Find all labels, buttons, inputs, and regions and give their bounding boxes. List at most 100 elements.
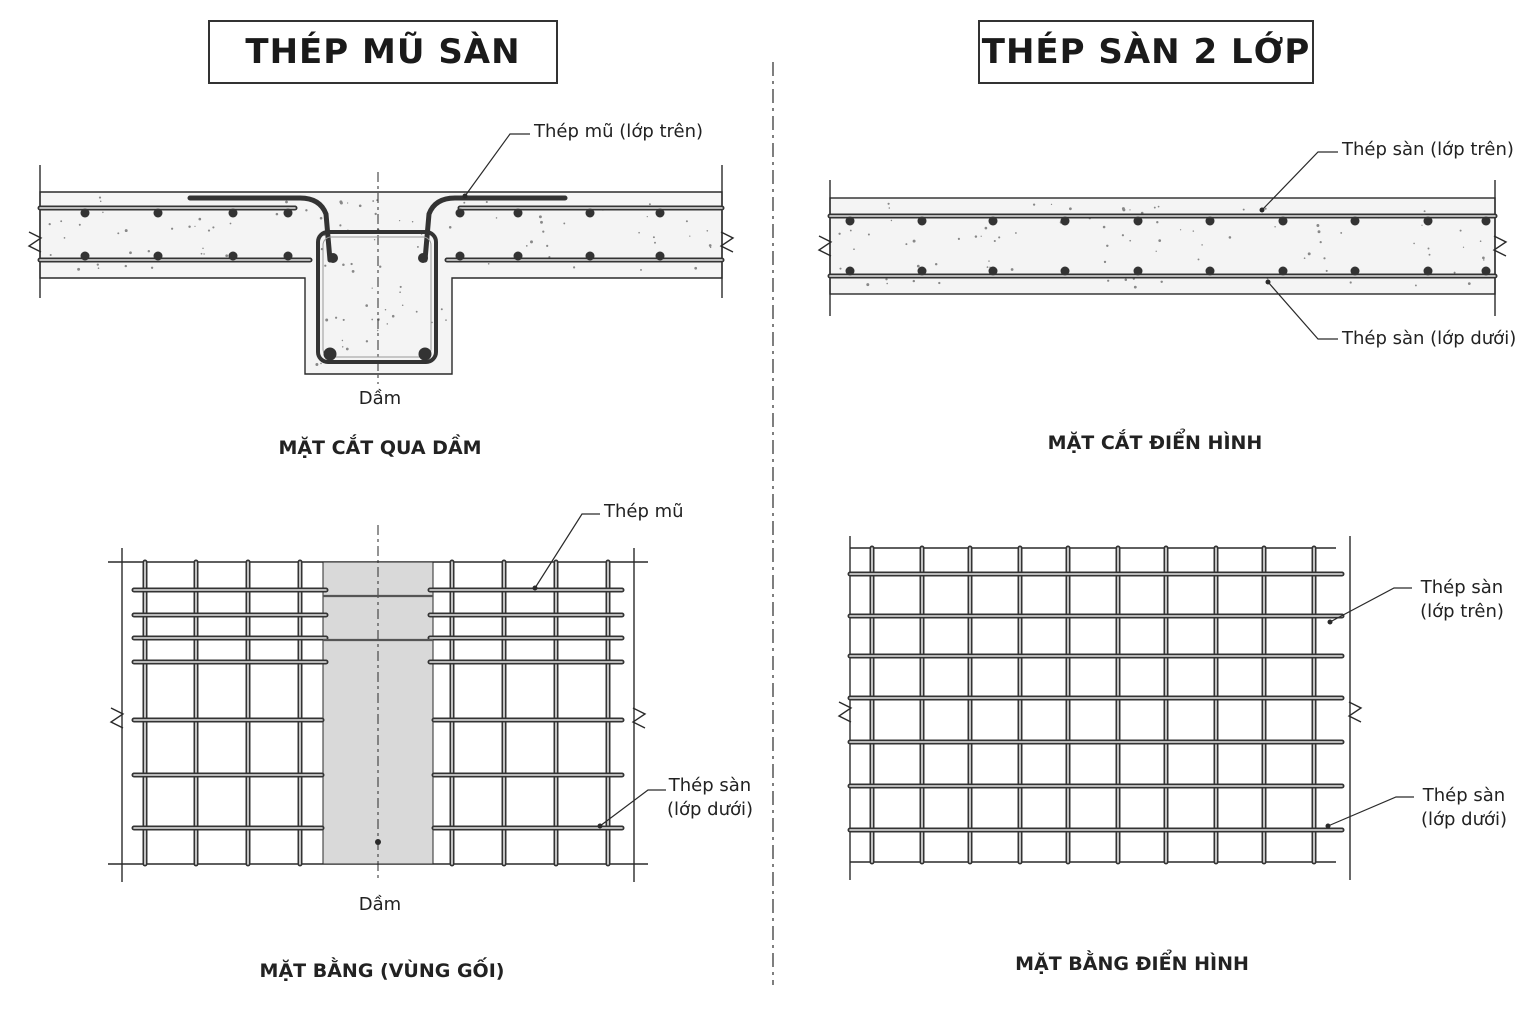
concrete-aggregate	[305, 209, 308, 212]
beam-bottom-bar-left	[323, 347, 337, 361]
slab-top-bar-dot-4	[1133, 216, 1143, 226]
beam-aggregate	[371, 287, 373, 289]
concrete-aggregate	[324, 264, 327, 267]
right-plan-bottom-label-line2: (lớp dưới)	[1420, 809, 1508, 830]
concrete-aggregate	[102, 211, 104, 214]
beam-aggregate	[399, 285, 402, 288]
slab-top-bar-dot-6	[1278, 216, 1288, 226]
concrete-aggregate	[285, 200, 288, 204]
left-section-drawing	[27, 133, 735, 384]
concrete-aggregate	[1032, 203, 1036, 206]
concrete-aggregate	[171, 227, 174, 230]
concrete-aggregate	[1274, 225, 1276, 228]
concrete-aggregate	[1153, 206, 1156, 209]
slab-top-bar-dot-right-1	[513, 208, 523, 218]
slab-bottom-bar-dot-8	[1423, 266, 1433, 276]
beam-aggregate	[399, 291, 401, 294]
concrete-aggregate	[49, 253, 52, 257]
concrete-aggregate	[1201, 244, 1203, 246]
concrete-aggregate	[694, 266, 698, 270]
concrete-aggregate	[1015, 232, 1017, 234]
beam-aggregate	[445, 319, 447, 321]
slab-top-bar-dot-left-1	[153, 208, 163, 218]
right-section-bottom-label: Thép sàn (lớp dưới)	[1342, 328, 1517, 349]
concrete-aggregate	[886, 282, 889, 285]
break-symbol-left	[27, 231, 43, 253]
left-title-text: THÉP MŨ SÀN	[245, 32, 521, 72]
concrete-aggregate	[212, 226, 215, 229]
concrete-aggregate	[351, 270, 355, 273]
beam-aggregate	[386, 323, 389, 325]
concrete-aggregate	[1317, 230, 1321, 234]
concrete-aggregate	[905, 243, 908, 246]
beam-aggregate	[384, 308, 387, 311]
leader-top	[1329, 587, 1412, 623]
beam-aggregate	[440, 308, 443, 311]
concrete-aggregate	[124, 264, 128, 268]
concrete-aggregate	[448, 226, 452, 229]
concrete-aggregate	[1069, 207, 1072, 211]
concrete-aggregate	[96, 263, 99, 266]
concrete-aggregate	[202, 247, 204, 250]
concrete-aggregate	[1483, 259, 1485, 261]
concrete-aggregate	[1129, 209, 1131, 211]
concrete-aggregate	[974, 235, 978, 238]
right-title: THÉP SÀN 2 LỚP	[978, 20, 1314, 84]
concrete-aggregate	[849, 229, 852, 232]
concrete-aggregate	[1158, 239, 1162, 242]
concrete-aggregate	[1319, 241, 1322, 244]
leader-bottom	[1267, 281, 1338, 340]
concrete-aggregate	[1323, 257, 1326, 260]
concrete-aggregate	[376, 199, 378, 201]
slab-concrete	[39, 191, 723, 375]
leader-cap-bar	[464, 133, 530, 197]
slab-bottom-bar-dot-right-0	[455, 251, 465, 261]
beam-aggregate	[345, 347, 349, 351]
concrete-aggregate	[652, 236, 655, 239]
beam-aggregate	[320, 362, 322, 365]
concrete-aggregate	[1462, 246, 1465, 248]
concrete-aggregate	[358, 204, 362, 208]
concrete-aggregate	[957, 237, 961, 240]
concrete-aggregate	[563, 222, 566, 225]
right-plan-bottom-label: Thép sàn (lớp dưới)	[1421, 784, 1507, 832]
concrete-aggregate	[1423, 210, 1426, 213]
cap-bar-right	[422, 195, 568, 263]
concrete-aggregate	[525, 245, 528, 247]
right-plan-drawing	[837, 536, 1414, 880]
concrete-aggregate	[1453, 271, 1456, 274]
leader-cap-bar-tip	[462, 193, 468, 199]
slab-bottom-bar-dot-0	[845, 266, 855, 276]
concrete-aggregate	[117, 232, 120, 235]
slab-concrete	[829, 197, 1496, 295]
slab-top-bar-dot-right-0	[455, 208, 465, 218]
slab-top-bar-dot-left-3	[283, 208, 293, 218]
concrete-aggregate	[373, 239, 376, 241]
concrete-aggregate	[1413, 242, 1415, 245]
concrete-aggregate	[200, 252, 203, 255]
concrete-aggregate	[398, 219, 401, 222]
concrete-aggregate	[463, 201, 466, 204]
slab-bottom-bar-dot-left-2	[228, 251, 238, 261]
beam-aggregate	[391, 314, 395, 318]
slab-bottom-bar-dot-left-1	[153, 251, 163, 261]
concrete-aggregate	[147, 249, 151, 253]
right-plan-bottom-label-line1: Thép sàn	[1422, 785, 1506, 806]
left-plan-beam-label: Dầm	[358, 894, 402, 915]
concrete-aggregate	[1160, 280, 1163, 284]
concrete-aggregate	[339, 224, 342, 227]
concrete-aggregate	[938, 281, 941, 285]
concrete-aggregate	[1010, 268, 1014, 271]
left-plan-cap-bar-label: Thép mũ	[604, 501, 684, 522]
concrete-aggregate	[98, 196, 102, 199]
concrete-aggregate	[1482, 256, 1485, 260]
concrete-aggregate	[890, 219, 893, 222]
concrete-aggregate	[573, 266, 576, 269]
beam-aggregate	[371, 318, 374, 321]
leader-top-tip	[1327, 619, 1333, 625]
slab-top-bar-dot-3	[1060, 216, 1070, 226]
concrete-aggregate	[708, 244, 712, 247]
concrete-aggregate	[885, 278, 888, 281]
slab-top-bar-dot-5	[1205, 216, 1215, 226]
slab-bottom-bar-dot-2	[988, 266, 998, 276]
